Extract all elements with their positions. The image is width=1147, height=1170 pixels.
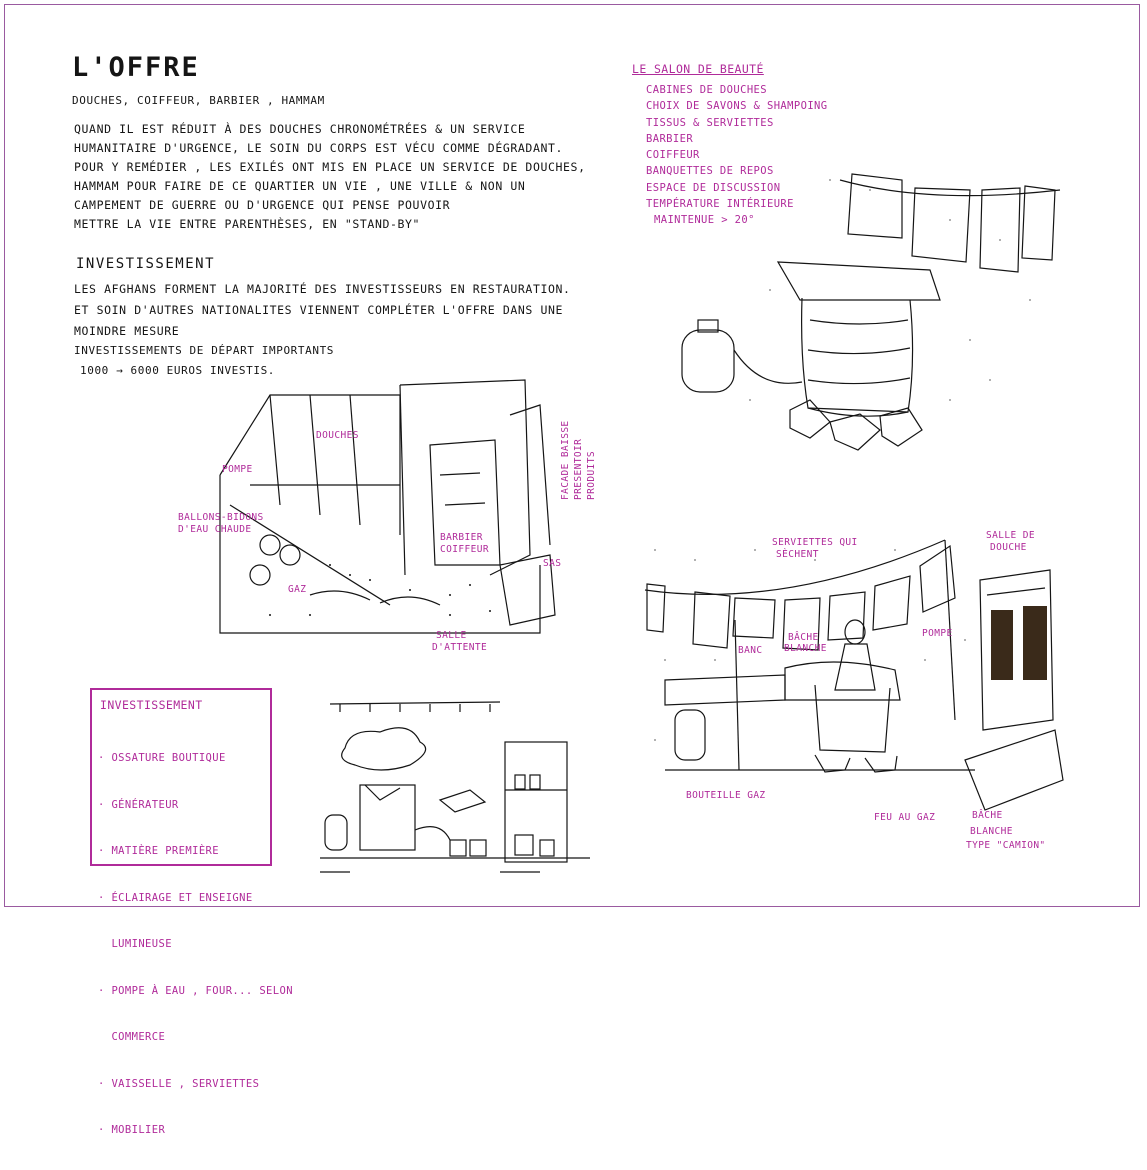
label-bache-b-3: TYPE "CAMION" xyxy=(966,840,1046,851)
paragraph-line: POUR Y REMÉDIER , LES EXILÉS ONT MIS EN … xyxy=(74,160,586,174)
start-amount: 1000 → 6000 EUROS INVESTIS. xyxy=(80,364,276,377)
shop-plan-sketch xyxy=(219,379,556,634)
investment-box-title: INVESTISSEMENT xyxy=(100,698,203,712)
investment-box-list: · OSSATURE BOUTIQUE · GÉNÉRATEUR · MATIÈ… xyxy=(98,720,293,1170)
section-sketch xyxy=(320,701,590,873)
investment-item: LUMINEUSE xyxy=(98,938,172,950)
investment-item: · ÉCLAIRAGE ET ENSEIGNE xyxy=(98,891,253,904)
salon-item: CABINES DE DOUCHES xyxy=(646,84,767,96)
investment-item: · GÉNÉRATEUR xyxy=(98,798,179,811)
label-pompe: POMPE xyxy=(222,464,253,475)
label-sas: SAS xyxy=(543,558,562,569)
salon-item: CHOIX DE SAVONS & SHAMPOING xyxy=(646,100,828,113)
label-bouteille: BOUTEILLE GAZ xyxy=(686,790,766,801)
label-salle-2: D'ATTENTE xyxy=(432,642,488,653)
investment-item: · OSSATURE BOUTIQUE xyxy=(98,752,226,764)
label-serviettes: SERVIETTES QUI xyxy=(772,537,858,548)
label-gaz: GAZ xyxy=(288,584,307,595)
label-coiffeur: COIFFEUR xyxy=(440,544,489,555)
investment-item: · VAISSELLE , SERVIETTES xyxy=(98,1077,260,1090)
label-salle: SALLE xyxy=(436,630,467,641)
paragraph-line: HAMMAM POUR FAIRE DE CE QUARTIER UN VIE … xyxy=(74,179,526,193)
label-bache-b: BÂCHE xyxy=(972,810,1003,821)
start-investment: INVESTISSEMENTS DE DÉPART IMPORTANTS xyxy=(74,344,335,357)
shower-scene-sketch xyxy=(644,539,1064,811)
page-subtitle: DOUCHES, COIFFEUR, BARBIER , HAMMAM xyxy=(72,94,325,107)
paragraph-line: HUMANITAIRE D'URGENCE, LE SOIN DU CORPS … xyxy=(74,141,564,155)
label-facade-3: PRODUITS xyxy=(586,451,597,500)
label-bache-b-2: BLANCHE xyxy=(970,826,1013,837)
label-salle-douche-2: DOUCHE xyxy=(990,542,1027,553)
label-ballons-2: D'EAU CHAUDE xyxy=(178,524,252,535)
investment-line: LES AFGHANS FORMENT LA MAJORITÉ DES INVE… xyxy=(74,282,571,296)
salon-item: TISSUS & SERVIETTES xyxy=(646,116,774,129)
investment-item: · POMPE À EAU , FOUR... SELON xyxy=(98,984,293,997)
paragraph-line: QUAND IL EST RÉDUIT À DES DOUCHES CHRONO… xyxy=(74,122,526,136)
label-facade: FACADE BAISSE xyxy=(560,420,571,500)
investment-item: COMMERCE xyxy=(98,1031,166,1043)
investment-line: ET SOIN D'AUTRES NATIONALITES VIENNENT C… xyxy=(74,303,564,317)
label-feu: FEU AU GAZ xyxy=(874,812,936,823)
label-pompe-scene: POMPE xyxy=(922,628,953,639)
page-frame xyxy=(4,4,1140,907)
label-bache-2: BLANCHE xyxy=(784,643,827,654)
salon-item: COIFFEUR xyxy=(646,149,700,162)
investment-box: INVESTISSEMENT · OSSATURE BOUTIQUE · GÉN… xyxy=(90,688,293,1136)
salon-item: TEMPÉRATURE INTÉRIEURE xyxy=(646,198,794,211)
label-facade-2: PRESENTOIR xyxy=(573,438,584,500)
salon-item: BARBIER xyxy=(646,132,694,145)
investment-item: · MATIÈRE PREMIÈRE xyxy=(98,845,219,857)
salon-item: MAINTENUE > 20° xyxy=(654,214,755,227)
intro-paragraph: QUAND IL EST RÉDUIT À DES DOUCHES CHRONO… xyxy=(74,120,586,234)
salon-title: LE SALON DE BEAUTÉ xyxy=(632,62,764,76)
salon-item: ESPACE DE DISCUSSION xyxy=(646,181,781,194)
investment-line: MOINDRE MESURE xyxy=(74,324,180,338)
label-douches: DOUCHES xyxy=(316,430,359,441)
label-salle-douche: SALLE DE xyxy=(986,530,1035,541)
paragraph-line: CAMPEMENT DE GUERRE OU D'URGENCE QUI PEN… xyxy=(74,198,451,212)
label-banc: BANC xyxy=(738,645,763,656)
label-bache: BÂCHE xyxy=(788,632,819,643)
label-ballons: BALLONS-BIDONS xyxy=(178,512,264,523)
label-serviettes-2: SÈCHENT xyxy=(776,549,819,560)
salon-list: CABINES DE DOUCHES CHOIX DE SAVONS & SHA… xyxy=(646,82,827,229)
investment-item: · MOBILIER xyxy=(98,1124,166,1136)
investment-heading: INVESTISSEMENT xyxy=(76,256,216,272)
label-barbier: BARBIER xyxy=(440,532,483,543)
salon-item: BANQUETTES DE REPOS xyxy=(646,165,774,178)
page-title: L'OFFRE xyxy=(72,52,200,83)
water-tank-sketch xyxy=(681,173,1061,451)
paragraph-line: METTRE LA VIE ENTRE PARENTHÈSES, EN "STA… xyxy=(74,217,421,231)
investment-text: LES AFGHANS FORMENT LA MAJORITÉ DES INVE… xyxy=(74,279,571,342)
